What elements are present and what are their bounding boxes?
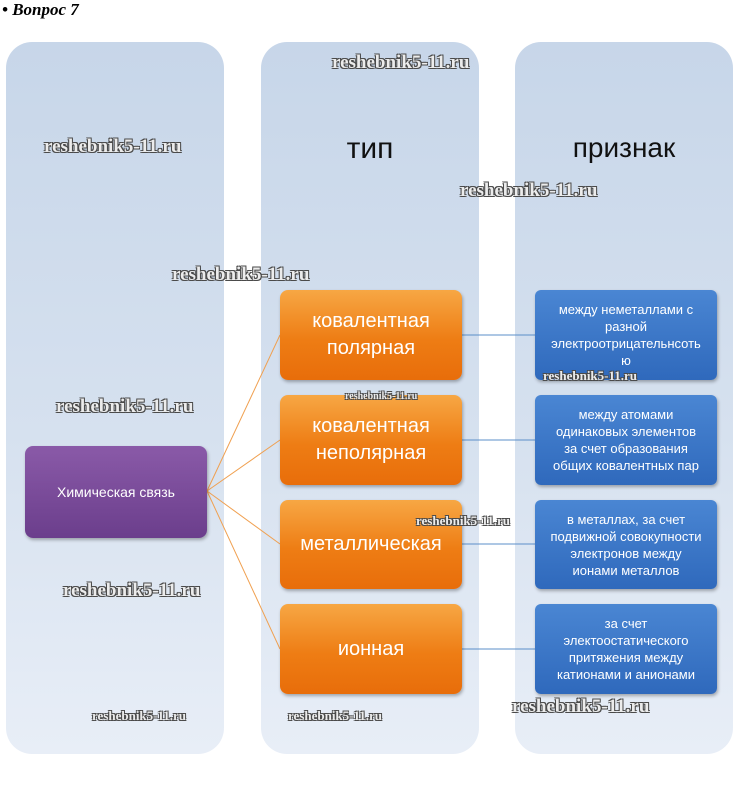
watermark: reshebnik5-11.ru xyxy=(44,136,182,157)
question-title: • Вопрос 7 xyxy=(2,0,79,19)
root-node-chemical-bond: Химическая связь xyxy=(25,446,207,538)
heading-type: тип xyxy=(346,132,394,165)
heading-sign: признак xyxy=(572,132,676,163)
watermark: reshebnik5-11.ru xyxy=(416,513,511,528)
sign-ionic: за счет электоостатического притяжения м… xyxy=(535,604,717,694)
column-root xyxy=(6,42,224,754)
watermark: reshebnik5-11.ru xyxy=(172,264,310,285)
watermark: reshebnik5-11.ru xyxy=(345,391,418,402)
connector-root-type-3 xyxy=(206,490,281,545)
type-metallic: металлическая xyxy=(280,500,462,589)
watermark: reshebnik5-11.ru xyxy=(63,580,201,601)
sign-covalent-polar: между неметаллами с разной электроотрица… xyxy=(535,290,717,380)
watermark: reshebnik5-11.ru xyxy=(543,368,638,383)
watermark: reshebnik5-11.ru xyxy=(92,708,187,723)
connector-root-type-4 xyxy=(206,490,281,650)
connector-root-type-1 xyxy=(206,334,281,492)
connector-root-type-2 xyxy=(206,439,281,492)
type-ionic: ионная xyxy=(280,604,462,694)
watermark: reshebnik5-11.ru xyxy=(56,396,194,417)
watermark: reshebnik5-11.ru xyxy=(512,696,650,717)
type-covalent-nonpolar: ковалентная неполярная xyxy=(280,395,462,485)
sign-covalent-nonpolar: между атомами одинаковых элементов за сч… xyxy=(535,395,717,485)
type-covalent-polar: ковалентная полярная xyxy=(280,290,462,380)
watermark: reshebnik5-11.ru xyxy=(332,52,470,73)
sign-metallic: в металлах, за счет подвижной совокупнос… xyxy=(535,500,717,589)
watermark: reshebnik5-11.ru xyxy=(460,180,598,201)
watermark: reshebnik5-11.ru xyxy=(288,708,383,723)
